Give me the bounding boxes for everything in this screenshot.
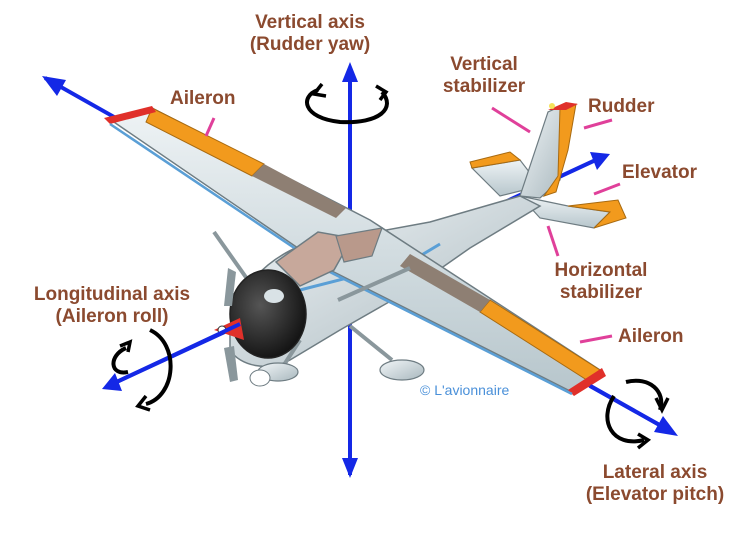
longitudinal-axis-arrowhead-rear [590,152,610,170]
lateral-axis-title: Lateral axis [602,462,708,483]
leader-lines [204,106,621,344]
longitudinal-axis-label: Longitudinal axis (Aileron roll) [12,284,212,328]
elevator-label: Elevator [622,162,697,183]
copyright-credit: © L'avionnaire [420,382,510,398]
vertical-axis-label: Vertical axis (Rudder yaw) [232,12,388,56]
aileron-right-label: Aileron [618,326,684,347]
engine-and-propeller [214,268,307,382]
vertical-axis-subtitle: (Rudder yaw) [249,34,371,55]
vertical-stabilizer-line2: stabilizer [442,76,526,97]
roll-rotation-arrow [111,328,173,412]
landing-gear [249,324,425,387]
vertical-axis-arrowhead-top [342,62,358,82]
rudder-label: Rudder [588,96,655,117]
vertical-axis-title: Vertical axis [255,12,365,33]
longitudinal-axis-title: Longitudinal axis [33,284,191,305]
lateral-axis-subtitle: (Elevator pitch) [585,484,725,505]
horizontal-stabilizer-line2: stabilizer [559,282,643,303]
horizontal-stabilizer-line1: Horizontal [554,260,648,281]
pitch-rotation-arrow [605,378,670,450]
tail-assembly [469,102,627,229]
horizontal-stabilizer-label: Horizontal stabilizer [536,260,666,304]
lateral-axis-label: Lateral axis (Elevator pitch) [568,462,742,506]
vertical-stabilizer-line1: Vertical [450,54,518,75]
longitudinal-axis-subtitle: (Aileron roll) [55,306,169,327]
lateral-axis-arrowhead-upper [42,76,66,96]
vertical-stabilizer-label: Vertical stabilizer [424,54,544,98]
yaw-rotation-arrow [305,82,389,125]
aileron-left-label: Aileron [170,88,236,109]
